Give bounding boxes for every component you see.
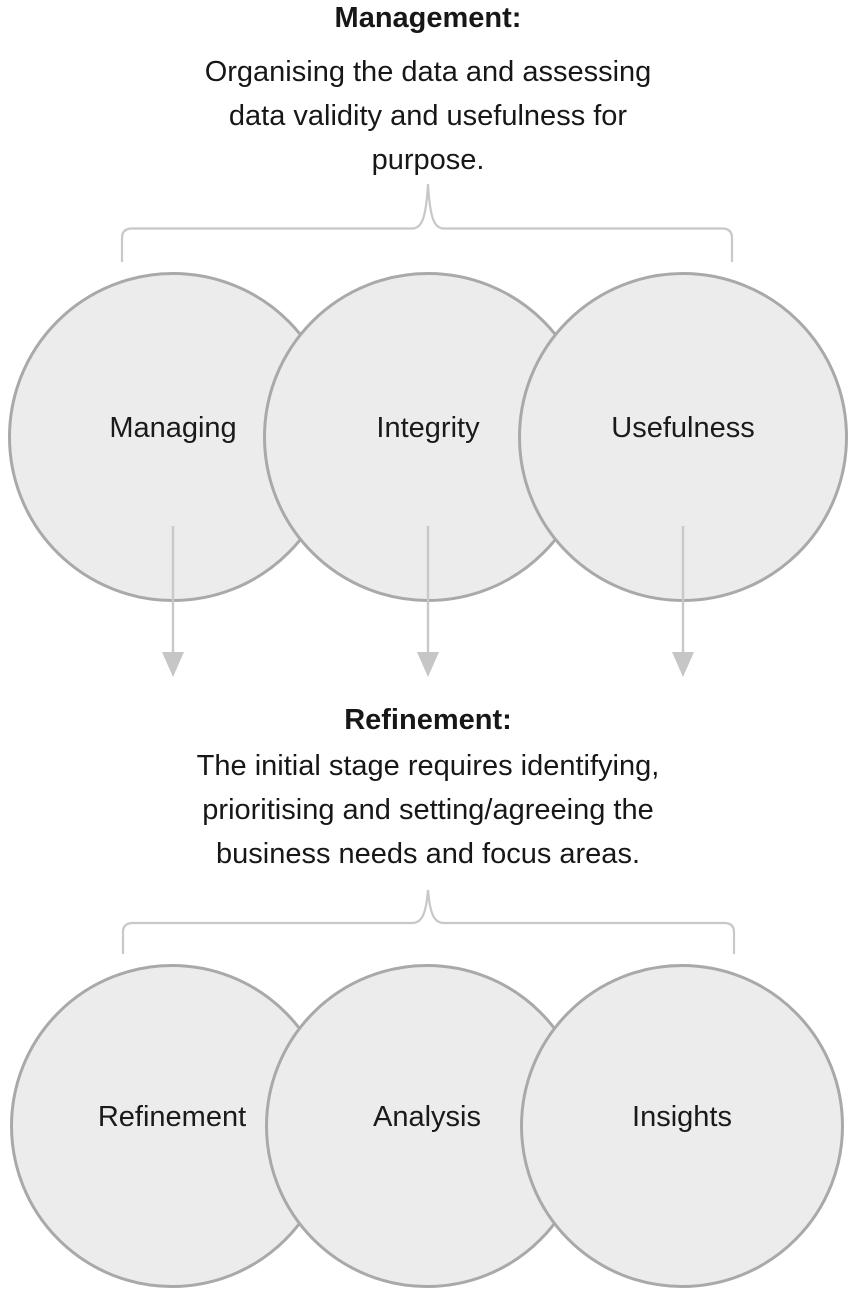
- section-2-description-line: prioritising and setting/agreeing the: [202, 794, 654, 826]
- circle-label: Refinement: [97, 1100, 247, 1133]
- section-2-description-line: business needs and focus areas.: [216, 838, 640, 870]
- venn-circle-usefulness: Usefulness: [518, 272, 848, 602]
- section-1-description-line: data validity and usefulness for: [228, 100, 628, 132]
- curly-brace-icon: [121, 889, 736, 954]
- section-2-description-line: The initial stage requires identifying,: [196, 750, 660, 782]
- venn-circle-insights: Insights: [520, 964, 844, 1288]
- section-2-description: The initial stage requires identifying, …: [0, 744, 856, 876]
- curly-brace-icon: [120, 183, 734, 262]
- circle-label: Insights: [632, 1100, 732, 1133]
- section-1-title: Management:: [334, 2, 522, 34]
- section-2-title: Refinement:: [344, 704, 512, 736]
- section-1-description-line: purpose.: [371, 144, 485, 176]
- circle-label: Analysis: [373, 1100, 481, 1133]
- venn-circle-refinement: Refinement: [10, 964, 334, 1288]
- section-1-description: Organising the data and assessing data v…: [0, 50, 856, 182]
- section-1-description-line: Organising the data and assessing: [204, 56, 652, 88]
- circle-label: Usefulness: [611, 411, 755, 444]
- circle-label: Integrity: [376, 411, 480, 444]
- circle-label: Managing: [109, 411, 237, 444]
